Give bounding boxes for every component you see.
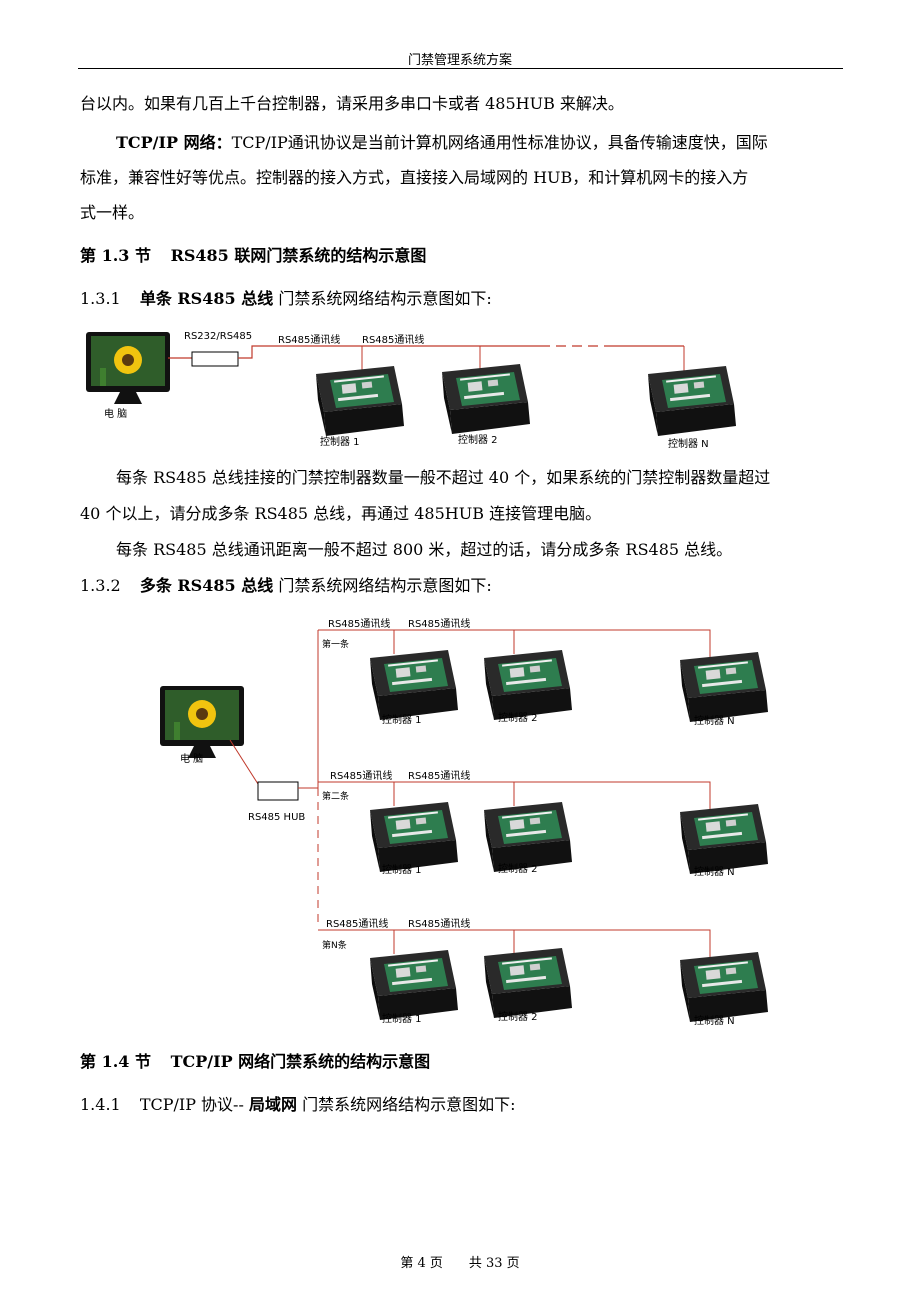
bus-1: RS485通讯线 RS485通讯线 第一条 控制器 1 控制器 2 控制器 N: [318, 617, 768, 727]
tcpip-text: TCP/IP通讯协议是当前计算机网络通用性标准协议，具备传输速度快，国际: [231, 133, 768, 152]
subsection-number: 1.4.1: [80, 1095, 121, 1114]
section-heading-1-4: 第 1.4 节 TCP/IP 网络门禁系统的结构示意图: [80, 1052, 430, 1072]
single-bus-diagram: 电 脑 RS232/RS485 RS485通讯线 RS485通讯线 控制器 1 …: [86, 331, 736, 450]
subsection-text: 门禁系统网络结构示意图如下:: [302, 1095, 516, 1114]
paragraph: 每条 RS485 总线挂接的门禁控制器数量一般不超过 40 个，如果系统的门禁控…: [116, 468, 771, 487]
pc-label: 电 脑: [180, 752, 203, 765]
controller-n: [648, 366, 736, 436]
controller-1: [370, 950, 458, 1020]
controller-1: [370, 802, 458, 872]
controller-label: 控制器 N: [668, 437, 709, 450]
wire-label: RS485通讯线: [326, 917, 388, 930]
page-header: 门禁管理系统方案: [407, 53, 512, 68]
controller-1: [370, 650, 458, 720]
subsection-text: 门禁系统网络结构示意图如下:: [278, 289, 492, 308]
section-title: TCP/IP 网络门禁系统的结构示意图: [170, 1052, 431, 1071]
controller-label: 控制器 1: [382, 713, 422, 726]
section-heading-1-3: 第 1.3 节 RS485 联网门禁系统的结构示意图: [80, 246, 426, 266]
controller-label: 控制器 2: [458, 433, 498, 446]
subsection-bold: 单条 RS485 总线: [139, 289, 274, 308]
paragraph-tcpip: TCP/IP 网络：TCP/IP通讯协议是当前计算机网络通用性标准协议，具备传输…: [116, 133, 768, 153]
subsection-number: 1.3.1: [80, 289, 121, 308]
hub-label: RS485 HUB: [248, 812, 305, 823]
paragraph-line: 式一样。: [80, 203, 145, 222]
controller-2: [484, 650, 572, 720]
subsection-1-3-1: 1.3.1 单条 RS485 总线 门禁系统网络结构示意图如下:: [80, 289, 492, 309]
header-divider: [78, 68, 843, 69]
wire-label: RS485通讯线: [408, 917, 470, 930]
controller-label: 控制器 2: [498, 862, 538, 875]
page-footer: 第 4 页 共 33 页: [400, 1256, 520, 1271]
wire-label: RS485通讯线: [408, 769, 470, 782]
section-title: RS485 联网门禁系统的结构示意图: [170, 246, 427, 265]
controller-label: 控制器 N: [694, 865, 735, 878]
subsection-plain: TCP/IP 协议--: [139, 1095, 244, 1114]
bus-name: 第二条: [322, 790, 349, 802]
converter-label: RS232/RS485: [184, 331, 252, 342]
section-number: 第 1.4 节: [80, 1052, 151, 1071]
subsection-1-4-1: 1.4.1 TCP/IP 协议-- 局域网 门禁系统网络结构示意图如下:: [80, 1095, 515, 1115]
wire-label: RS485通讯线: [328, 617, 390, 630]
pc-monitor: [86, 332, 170, 404]
controller-2: [442, 364, 530, 434]
paragraph: 台以内。如果有几百上千台控制器，请采用多串口卡或者 485HUB 来解决。: [80, 94, 624, 113]
wire-label: RS485通讯线: [278, 333, 340, 346]
pc-monitor: [160, 686, 244, 758]
controller-label: 控制器 N: [694, 1014, 735, 1027]
tcpip-lead: TCP/IP 网络: [116, 133, 216, 152]
controller-n: [680, 804, 768, 874]
controller-1: [316, 366, 404, 436]
tcpip-colon: ：: [215, 133, 232, 152]
controller-n: [680, 952, 768, 1022]
paragraph-line: 标准，兼容性好等优点。控制器的接入方式，直接接入局域网的 HUB，和计算机网卡的…: [80, 168, 749, 187]
section-number: 第 1.3 节: [80, 246, 151, 265]
pc-label: 电 脑: [104, 407, 127, 420]
wire-label: RS485通讯线: [330, 769, 392, 782]
wire-label: RS485通讯线: [362, 333, 424, 346]
subsection-text: 门禁系统网络结构示意图如下:: [278, 576, 492, 595]
subsection-1-3-2: 1.3.2 多条 RS485 总线 门禁系统网络结构示意图如下:: [80, 576, 492, 596]
rs232-rs485-converter: [191, 351, 239, 367]
wire-label: RS485通讯线: [408, 617, 470, 630]
controller-2: [484, 948, 572, 1018]
controller-2: [484, 802, 572, 872]
controller-label: 控制器 1: [382, 863, 422, 876]
rs485-hub: [257, 781, 299, 801]
paragraph-line: 40 个以上，请分成多条 RS485 总线，再通过 485HUB 连接管理电脑。: [80, 504, 602, 523]
subsection-bold: 多条 RS485 总线: [139, 576, 274, 595]
controller-label: 控制器 2: [498, 1010, 538, 1023]
bus-name: 第N条: [322, 939, 347, 951]
multi-bus-diagram: 电 脑 RS485 HUB RS485通讯线 RS485通讯线 第一条 控制器 …: [160, 617, 768, 1027]
paragraph: 每条 RS485 总线通讯距离一般不超过 800 米，超过的话，请分成多条 RS…: [116, 540, 733, 559]
subsection-bold: 局域网: [248, 1095, 297, 1114]
controller-n: [680, 652, 768, 722]
bus-n: RS485通讯线 RS485通讯线 第N条 控制器 1 控制器 2 控制器 N: [318, 917, 768, 1027]
subsection-number: 1.3.2: [80, 576, 121, 595]
bus-2: RS485通讯线 RS485通讯线 第二条 控制器 1 控制器 2 控制器 N: [318, 769, 768, 878]
controller-label: 控制器 1: [382, 1012, 422, 1025]
bus-name: 第一条: [322, 638, 349, 650]
controller-label: 控制器 1: [320, 435, 360, 448]
controller-label: 控制器 2: [498, 711, 538, 724]
controller-label: 控制器 N: [694, 714, 735, 727]
